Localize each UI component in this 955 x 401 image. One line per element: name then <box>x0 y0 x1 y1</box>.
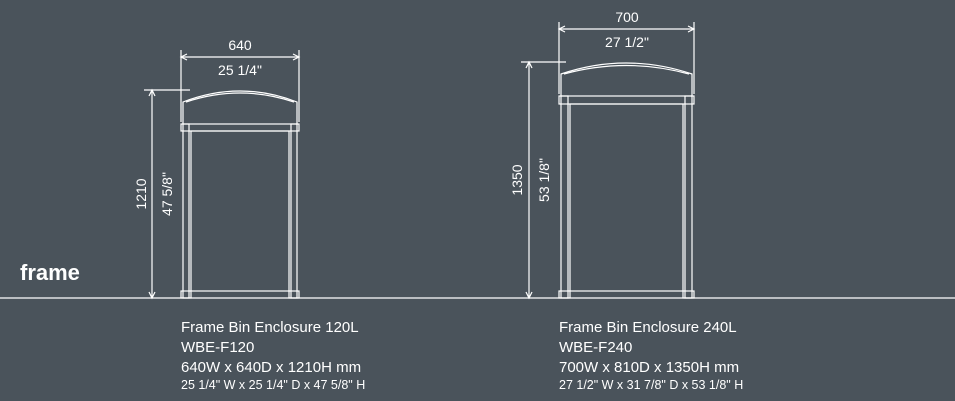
width-in-label-120: 25 1/4" <box>218 62 262 78</box>
height-dimension-120 <box>144 88 190 300</box>
width-mm-label-240: 700 <box>615 9 639 25</box>
enclosure-240-outline <box>558 62 695 299</box>
height-dimension-240 <box>521 60 566 300</box>
width-dimension-120 <box>179 50 301 122</box>
product-info-240: Frame Bin Enclosure 240L WBE-F240 700W x… <box>559 318 743 392</box>
product-metric-dimensions: 700W x 810D x 1350H mm <box>559 359 740 376</box>
height-in-label-240: 53 1/8" <box>536 158 552 202</box>
height-mm-label-120: 1210 <box>133 178 149 209</box>
enclosure-120-outline <box>180 90 300 299</box>
width-dimension-240 <box>557 22 696 94</box>
product-info-120: Frame Bin Enclosure 120L WBE-F120 640W x… <box>181 318 365 392</box>
product-imperial-dimensions: 27 1/2" W x 31 7/8" D x 53 1/8" H <box>559 378 744 392</box>
width-mm-label-120: 640 <box>228 37 252 53</box>
height-mm-label-240: 1350 <box>509 164 525 195</box>
product-code: WBE-F240 <box>559 339 633 356</box>
product-name: Frame Bin Enclosure 240L <box>559 319 737 336</box>
product-code: WBE-F120 <box>181 339 255 356</box>
height-in-label-120: 47 5/8" <box>159 172 175 216</box>
product-imperial-dimensions: 25 1/4" W x 25 1/4" D x 47 5/8" H <box>181 378 366 392</box>
section-title: frame <box>20 260 80 285</box>
product-name: Frame Bin Enclosure 120L <box>181 319 359 336</box>
width-in-label-240: 27 1/2" <box>605 34 649 50</box>
product-metric-dimensions: 640W x 640D x 1210H mm <box>181 359 362 376</box>
